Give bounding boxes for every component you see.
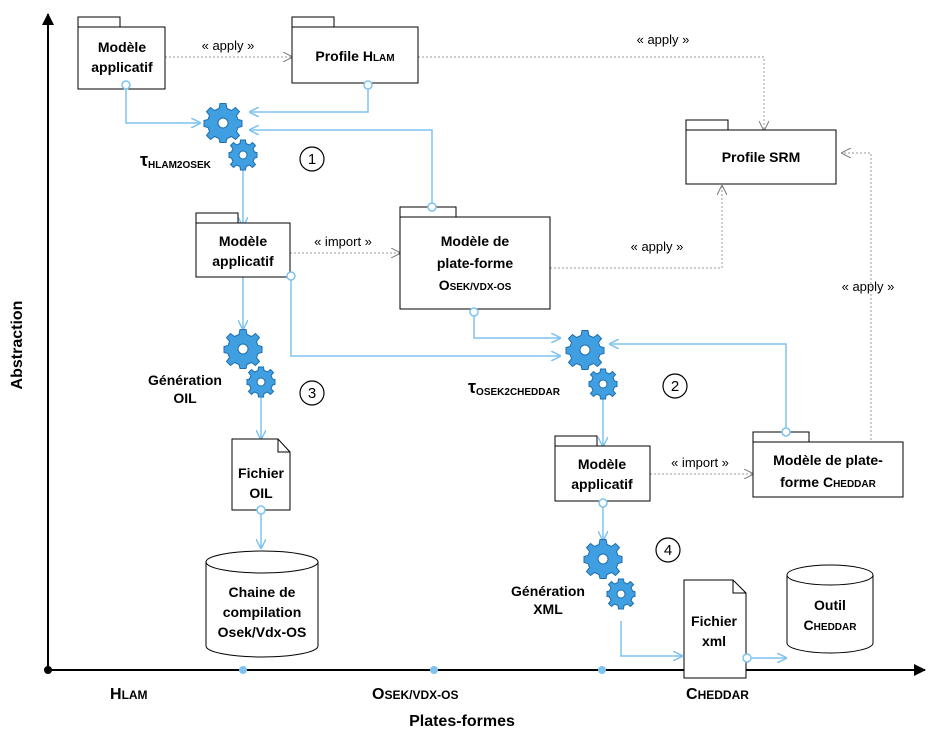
svg-text:applicatif: applicatif: [91, 59, 153, 75]
package-platform-osek: Modèle de plate-forme OSEK/VDX-OS: [399, 202, 551, 317]
svg-text:Chaine de: Chaine de: [229, 584, 296, 600]
database-chaine: Chaine de compilation Osek/Vdx-OS: [205, 550, 319, 658]
package-profile-srm: Profile SRM: [685, 119, 837, 185]
transform-t2-label: τOSEK2CHEDDAR: [468, 377, 561, 398]
package-profile-hlam: Profile HLAM: [291, 16, 419, 90]
flow-cheddar-to-t2: [610, 344, 787, 432]
svg-text:CHEDDAR: CHEDDAR: [804, 617, 858, 633]
svg-text:plate-forme: plate-forme: [437, 255, 513, 271]
gen-oil-label-2: OIL: [173, 390, 197, 406]
stereotype-apply4: « apply »: [842, 279, 895, 294]
svg-text:Profile HLAM: Profile HLAM: [315, 48, 394, 64]
step-1: 1: [299, 146, 325, 172]
svg-text:Fichier: Fichier: [238, 465, 284, 481]
svg-text:Modèle: Modèle: [98, 39, 146, 55]
flow-osek-to-t1: [250, 130, 433, 207]
svg-text:Osek/Vdx-OS: Osek/Vdx-OS: [218, 624, 307, 640]
gen-xml-label-2: XML: [533, 601, 563, 617]
package-app2: Modèle applicatif: [195, 212, 296, 281]
gear-icon-t2: [565, 330, 618, 400]
step-2: 2: [662, 373, 688, 399]
axis-origin: [44, 666, 52, 674]
gear-icon-t1: [203, 103, 258, 171]
step-3: 3: [299, 380, 325, 406]
x-tick-hlam: HLAM: [110, 686, 148, 703]
gear-icon-gen-xml: [583, 539, 636, 610]
gear-icon-gen-oil: [223, 329, 276, 398]
stereotype-apply2: « apply »: [637, 32, 690, 47]
flow-gen-xml-to-file: [620, 621, 682, 656]
svg-text:Modèle de plate-: Modèle de plate-: [773, 452, 883, 468]
x-axis-label: Plates-formes: [409, 713, 515, 730]
step-4: 4: [655, 537, 681, 563]
svg-text:OIL: OIL: [249, 485, 273, 501]
x-tick-dot-osek: [430, 666, 438, 674]
dep-apply4-line: [842, 153, 872, 440]
stereotype-import1: « import »: [314, 234, 372, 249]
svg-text:2: 2: [671, 378, 679, 395]
gen-oil-label-1: Génération: [148, 372, 222, 388]
database-outil: Outil CHEDDAR: [786, 564, 874, 654]
package-app1: Modèle applicatif: [77, 16, 166, 90]
flow-app2-to-t2: [290, 277, 560, 356]
gen-xml-label-1: Génération: [511, 583, 585, 599]
svg-text:3: 3: [308, 385, 316, 402]
x-tick-dot-hlam: [239, 666, 247, 674]
file-xml: Fichier xml: [683, 579, 752, 679]
dep-apply3-line: [550, 186, 722, 269]
x-tick-osek: OSEK/VDX-OS: [372, 686, 458, 703]
svg-text:Fichier: Fichier: [691, 613, 737, 629]
flow-profile-to-t1: [250, 89, 369, 112]
package-app3: Modèle applicatif: [554, 435, 651, 508]
svg-text:1: 1: [308, 151, 316, 168]
stereotype-import2: « import »: [671, 455, 729, 470]
stereotype-apply1: « apply »: [202, 38, 255, 53]
x-tick-dot-cheddar: [598, 666, 606, 674]
svg-text:compilation: compilation: [223, 604, 302, 620]
svg-text:Outil: Outil: [814, 597, 846, 613]
svg-text:xml: xml: [702, 633, 726, 649]
x-tick-cheddar: CHEDDAR: [686, 686, 749, 703]
svg-text:applicatif: applicatif: [212, 253, 274, 269]
svg-text:Profile SRM: Profile SRM: [722, 149, 801, 165]
package-platform-cheddar: Modèle de plate- forme CHEDDAR: [752, 427, 904, 498]
svg-text:4: 4: [664, 542, 672, 559]
svg-text:forme CHEDDAR: forme CHEDDAR: [780, 474, 876, 490]
svg-text:Modèle: Modèle: [219, 233, 267, 249]
flow-osek-to-t2: [473, 312, 560, 338]
stereotype-apply3: « apply »: [631, 239, 684, 254]
svg-text:Modèle de: Modèle de: [441, 233, 510, 249]
svg-text:OSEK/VDX-OS: OSEK/VDX-OS: [439, 277, 512, 293]
svg-text:Modèle: Modèle: [578, 456, 626, 472]
y-axis-label: Abstraction: [9, 301, 26, 390]
dep-apply2-line: [418, 56, 764, 130]
svg-text:applicatif: applicatif: [571, 476, 633, 492]
flow-app1-to-t1: [125, 89, 200, 123]
file-oil: Fichier OIL: [231, 438, 291, 515]
transform-t1-label: τHLAM2OSEK: [140, 150, 212, 171]
